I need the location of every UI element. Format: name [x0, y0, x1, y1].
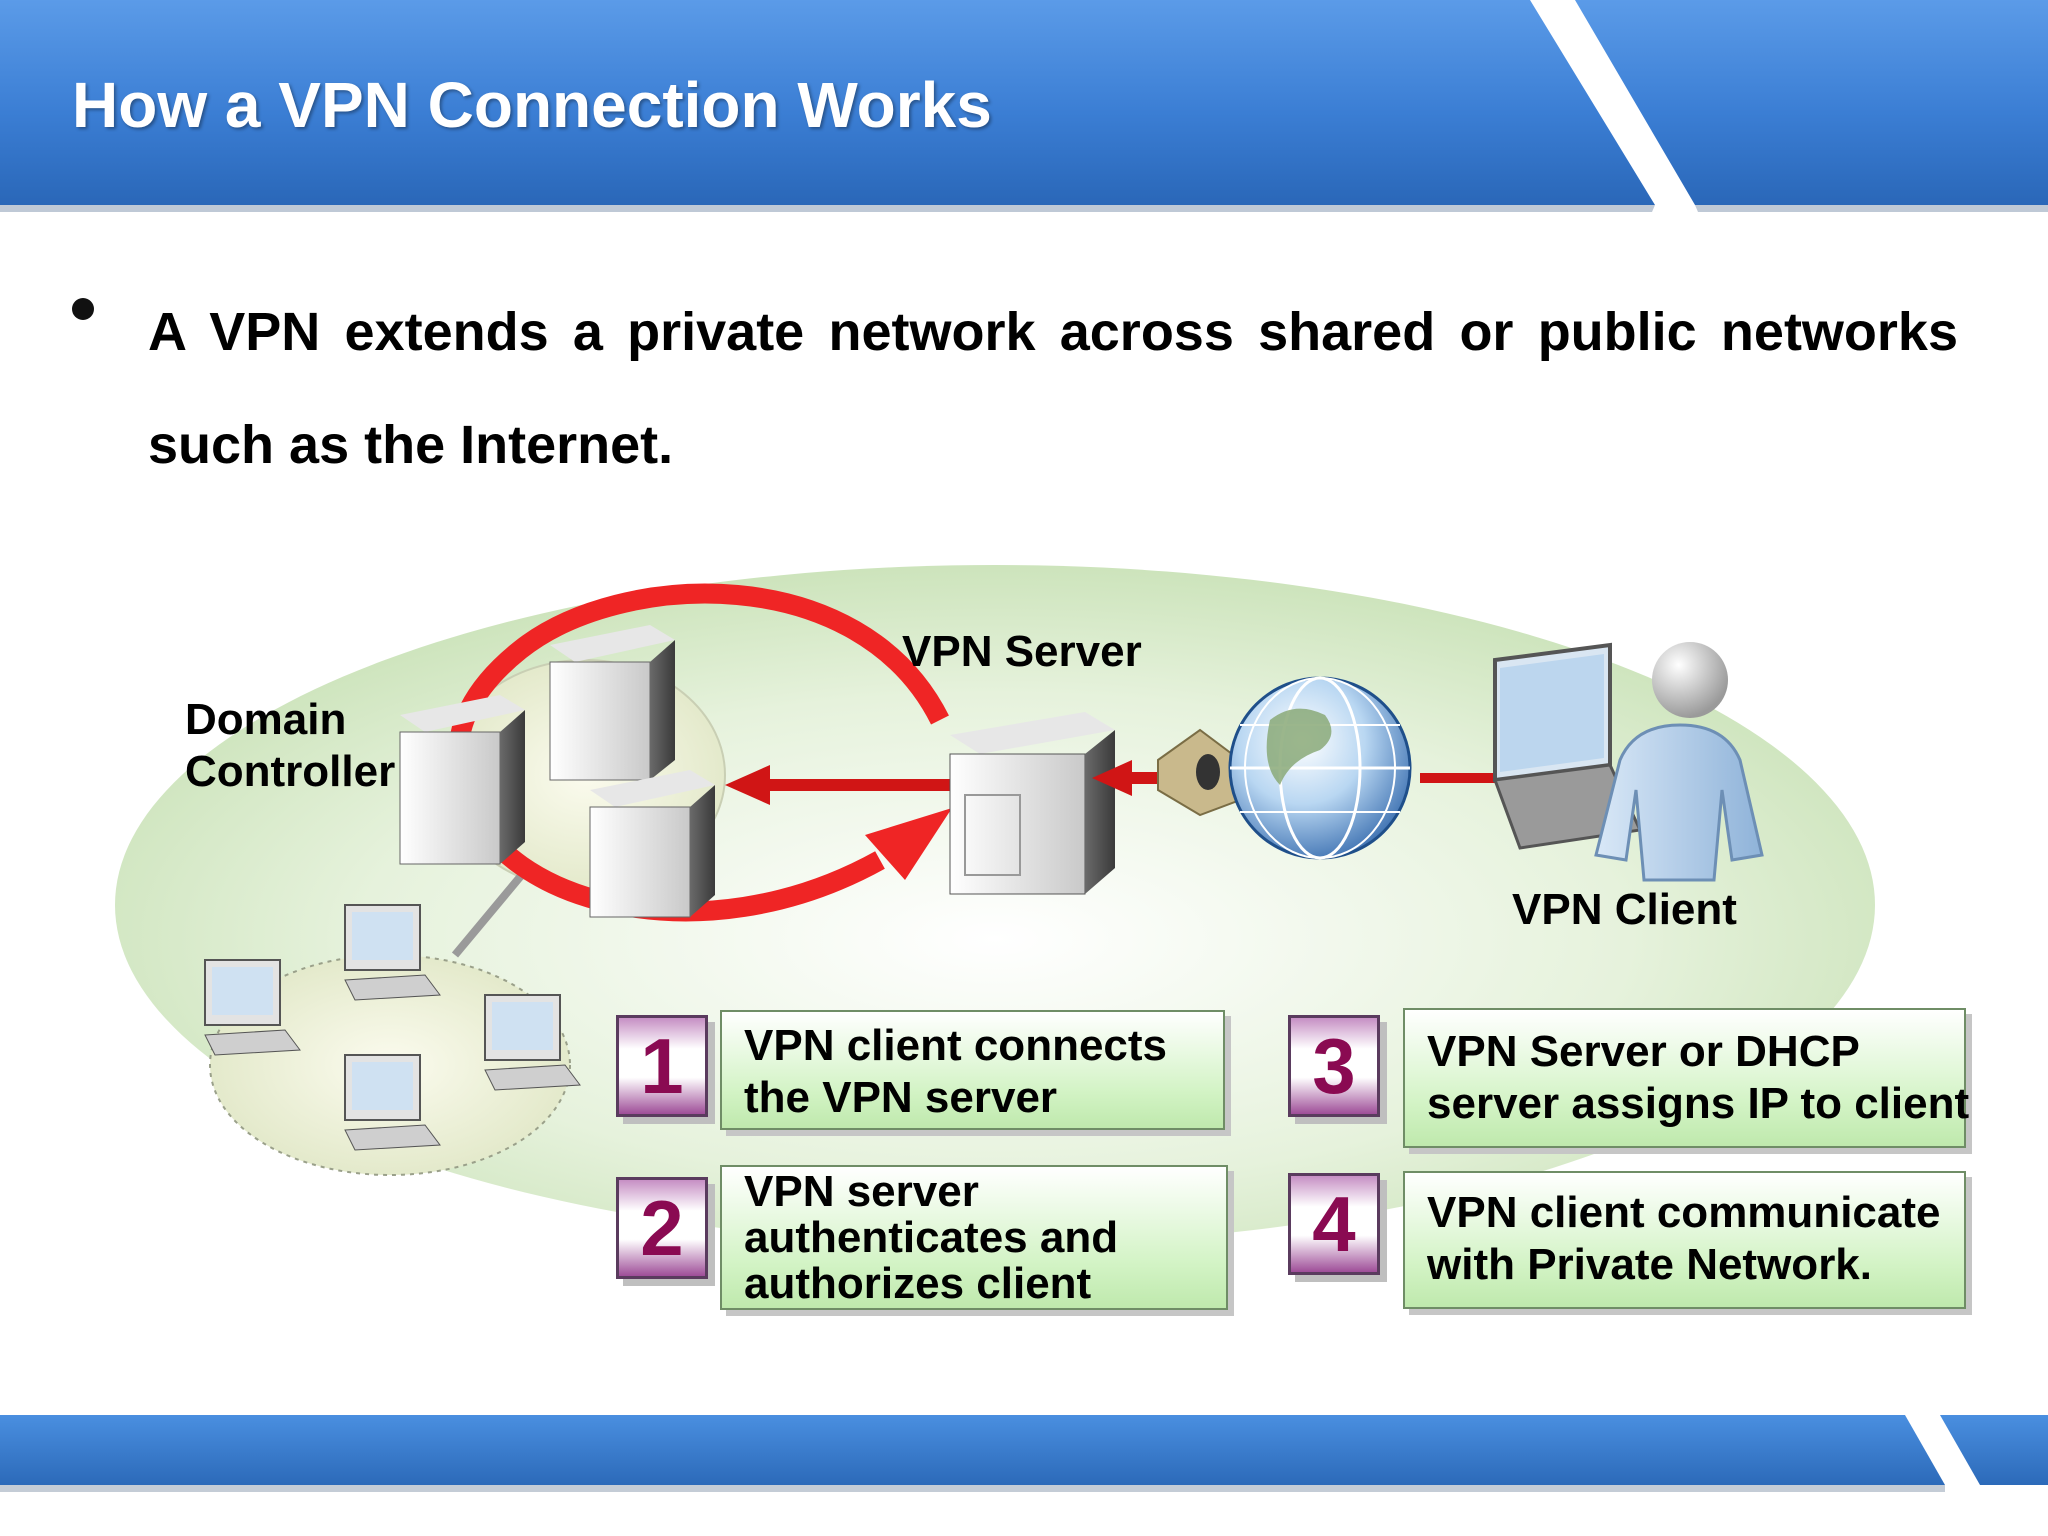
step-2-box: VPN server authenticates and authorizes …: [720, 1165, 1228, 1310]
bullet-dot: [72, 298, 94, 320]
red-arc-bottom-head: [865, 808, 952, 880]
step-1-text-line-2: the VPN server: [744, 1073, 1058, 1122]
header-banner-accent: [1575, 0, 2048, 205]
step-4-box: VPN client communicate with Private Netw…: [1403, 1171, 1966, 1309]
step-1-number: 1: [616, 1015, 708, 1117]
vpn-server-label: VPN Server: [902, 627, 1142, 676]
bullet-text-line-1: A VPN extends a private network across s…: [148, 302, 1958, 362]
step-3-text-line-2: server assigns IP to client: [1427, 1079, 1970, 1128]
domain-controller-label-line-2: Controller: [185, 747, 396, 796]
server-icon-dc-3: [589, 770, 715, 918]
lan-link: [451, 862, 534, 958]
step-3-text-line-1: VPN Server or DHCP: [1427, 1027, 1860, 1076]
step-4-text-line-1: VPN client communicate: [1427, 1188, 1941, 1237]
step-4-text-line-2: with Private Network.: [1427, 1240, 1873, 1289]
step-2-text-line-1: VPN server: [744, 1167, 979, 1216]
desktop-icon-1: [204, 959, 301, 1056]
header-banner: [0, 0, 1655, 205]
globe-icon: [1228, 676, 1412, 860]
bullet-text-line-2: such as the Internet.: [148, 415, 674, 475]
desktop-icon-3: [484, 994, 581, 1091]
step-1-text-line-1: VPN client connects: [744, 1021, 1168, 1070]
step-2-text-line-3: authorizes client: [744, 1259, 1092, 1308]
vpn-client-label: VPN Client: [1512, 885, 1737, 934]
step-3-number: 3: [1288, 1015, 1380, 1117]
server-icon-dc-1: [549, 625, 675, 781]
footer-banner-accent: [1940, 1415, 2048, 1485]
desktop-icon-2: [344, 904, 441, 1001]
step-2-text-line-2: authenticates and: [744, 1213, 1119, 1262]
step-4-number: 4: [1288, 1173, 1380, 1275]
step-1-box: VPN client connects the VPN server: [720, 1010, 1225, 1130]
person-icon: [1594, 642, 1764, 882]
desktop-icon-4: [344, 1054, 441, 1151]
slide-title: How a VPN Connection Works: [72, 69, 992, 141]
server-icon-vpn-server: [949, 712, 1115, 895]
server-icon-dc-2: [399, 695, 525, 865]
domain-controller-label-line-1: Domain: [185, 695, 347, 744]
step-2-number: 2: [616, 1177, 708, 1279]
footer-banner: [0, 1415, 1945, 1485]
step-3-box: VPN Server or DHCP server assigns IP to …: [1403, 1008, 1970, 1148]
